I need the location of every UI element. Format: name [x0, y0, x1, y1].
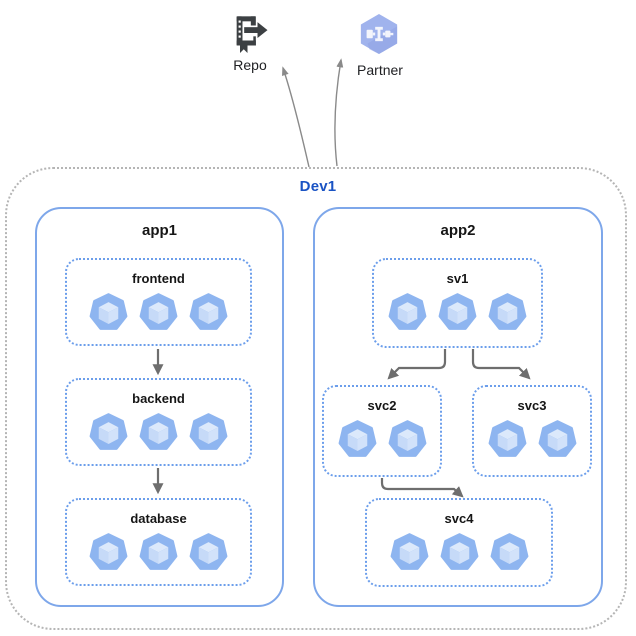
pod-icon [490, 533, 528, 570]
svc2-pods [324, 419, 440, 458]
sv1-pods [374, 292, 541, 331]
pod-icon [440, 533, 478, 570]
pod-icon [189, 293, 228, 330]
service-box-svc2: svc2 [322, 385, 442, 477]
app-box-app1: app1 [35, 207, 284, 607]
pod-icon [139, 533, 178, 570]
database-pods [67, 532, 250, 571]
frontend-label: frontend [132, 271, 185, 286]
partner-label: Partner [357, 62, 403, 78]
svc4-pods [367, 532, 551, 571]
pod-icon [338, 420, 376, 457]
svc3-label: svc3 [517, 398, 547, 413]
app2-label: app2 [440, 222, 476, 239]
svc4-label: svc4 [444, 511, 474, 526]
svc2-label: svc2 [367, 398, 397, 413]
pod-icon [189, 533, 228, 570]
source-repository-icon [236, 16, 268, 53]
edge-dev1-partner [334, 58, 344, 167]
pod-icon [390, 533, 428, 570]
service-box-svc4: svc4 [365, 498, 553, 587]
service-box-backend: backend [65, 378, 252, 466]
pod-icon [139, 293, 178, 330]
repo-label: Repo [233, 57, 267, 73]
partner-hexagon-icon [360, 13, 398, 55]
app-box-app2: app2 [313, 207, 603, 607]
frontend-pods [67, 292, 250, 331]
pod-icon [89, 413, 128, 450]
pod-icon [488, 420, 526, 457]
pod-icon [438, 293, 477, 330]
backend-pods [67, 412, 250, 451]
environment-box-dev1 [5, 167, 627, 630]
pod-icon [139, 413, 178, 450]
pod-icon [189, 413, 228, 450]
service-box-frontend: frontend [65, 258, 252, 346]
sv1-label: sv1 [446, 271, 469, 286]
pod-icon [89, 533, 128, 570]
app1-label: app1 [141, 222, 177, 239]
environment-label: Dev1 [299, 178, 337, 195]
pod-icon [488, 293, 527, 330]
edge-dev1-repo [282, 66, 310, 168]
svc3-pods [474, 419, 590, 458]
backend-label: backend [132, 391, 185, 406]
database-label: database [130, 511, 187, 526]
service-box-svc3: svc3 [472, 385, 592, 477]
pod-icon [388, 293, 427, 330]
service-box-database: database [65, 498, 252, 586]
pod-icon [388, 420, 426, 457]
pod-icon [89, 293, 128, 330]
pod-icon [538, 420, 576, 457]
service-box-sv1: sv1 [372, 258, 543, 348]
